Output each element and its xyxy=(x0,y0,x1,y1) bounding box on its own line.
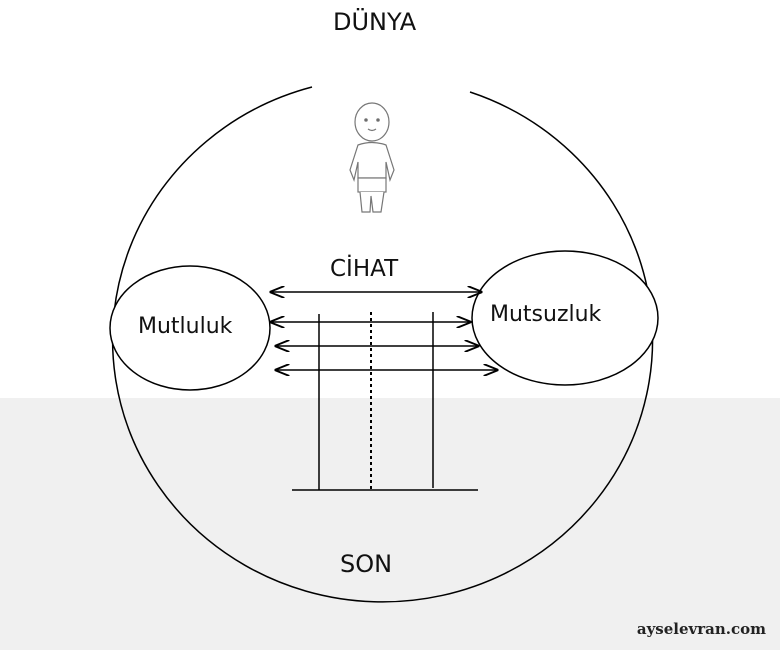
child-figure-icon xyxy=(349,102,395,213)
world-circle xyxy=(111,86,654,603)
background-lower xyxy=(0,398,780,650)
unhappiness-ellipse xyxy=(471,250,659,386)
label-mutluluk: Mutluluk xyxy=(138,314,233,339)
happiness-ellipse xyxy=(109,265,271,391)
title-world: DÜNYA xyxy=(333,8,417,36)
label-son: SON xyxy=(340,550,393,578)
label-mutsuzluk: Mutsuzluk xyxy=(490,302,602,327)
watermark: ayselevran.com xyxy=(636,620,766,638)
label-cihat: CİHAT xyxy=(330,256,399,282)
